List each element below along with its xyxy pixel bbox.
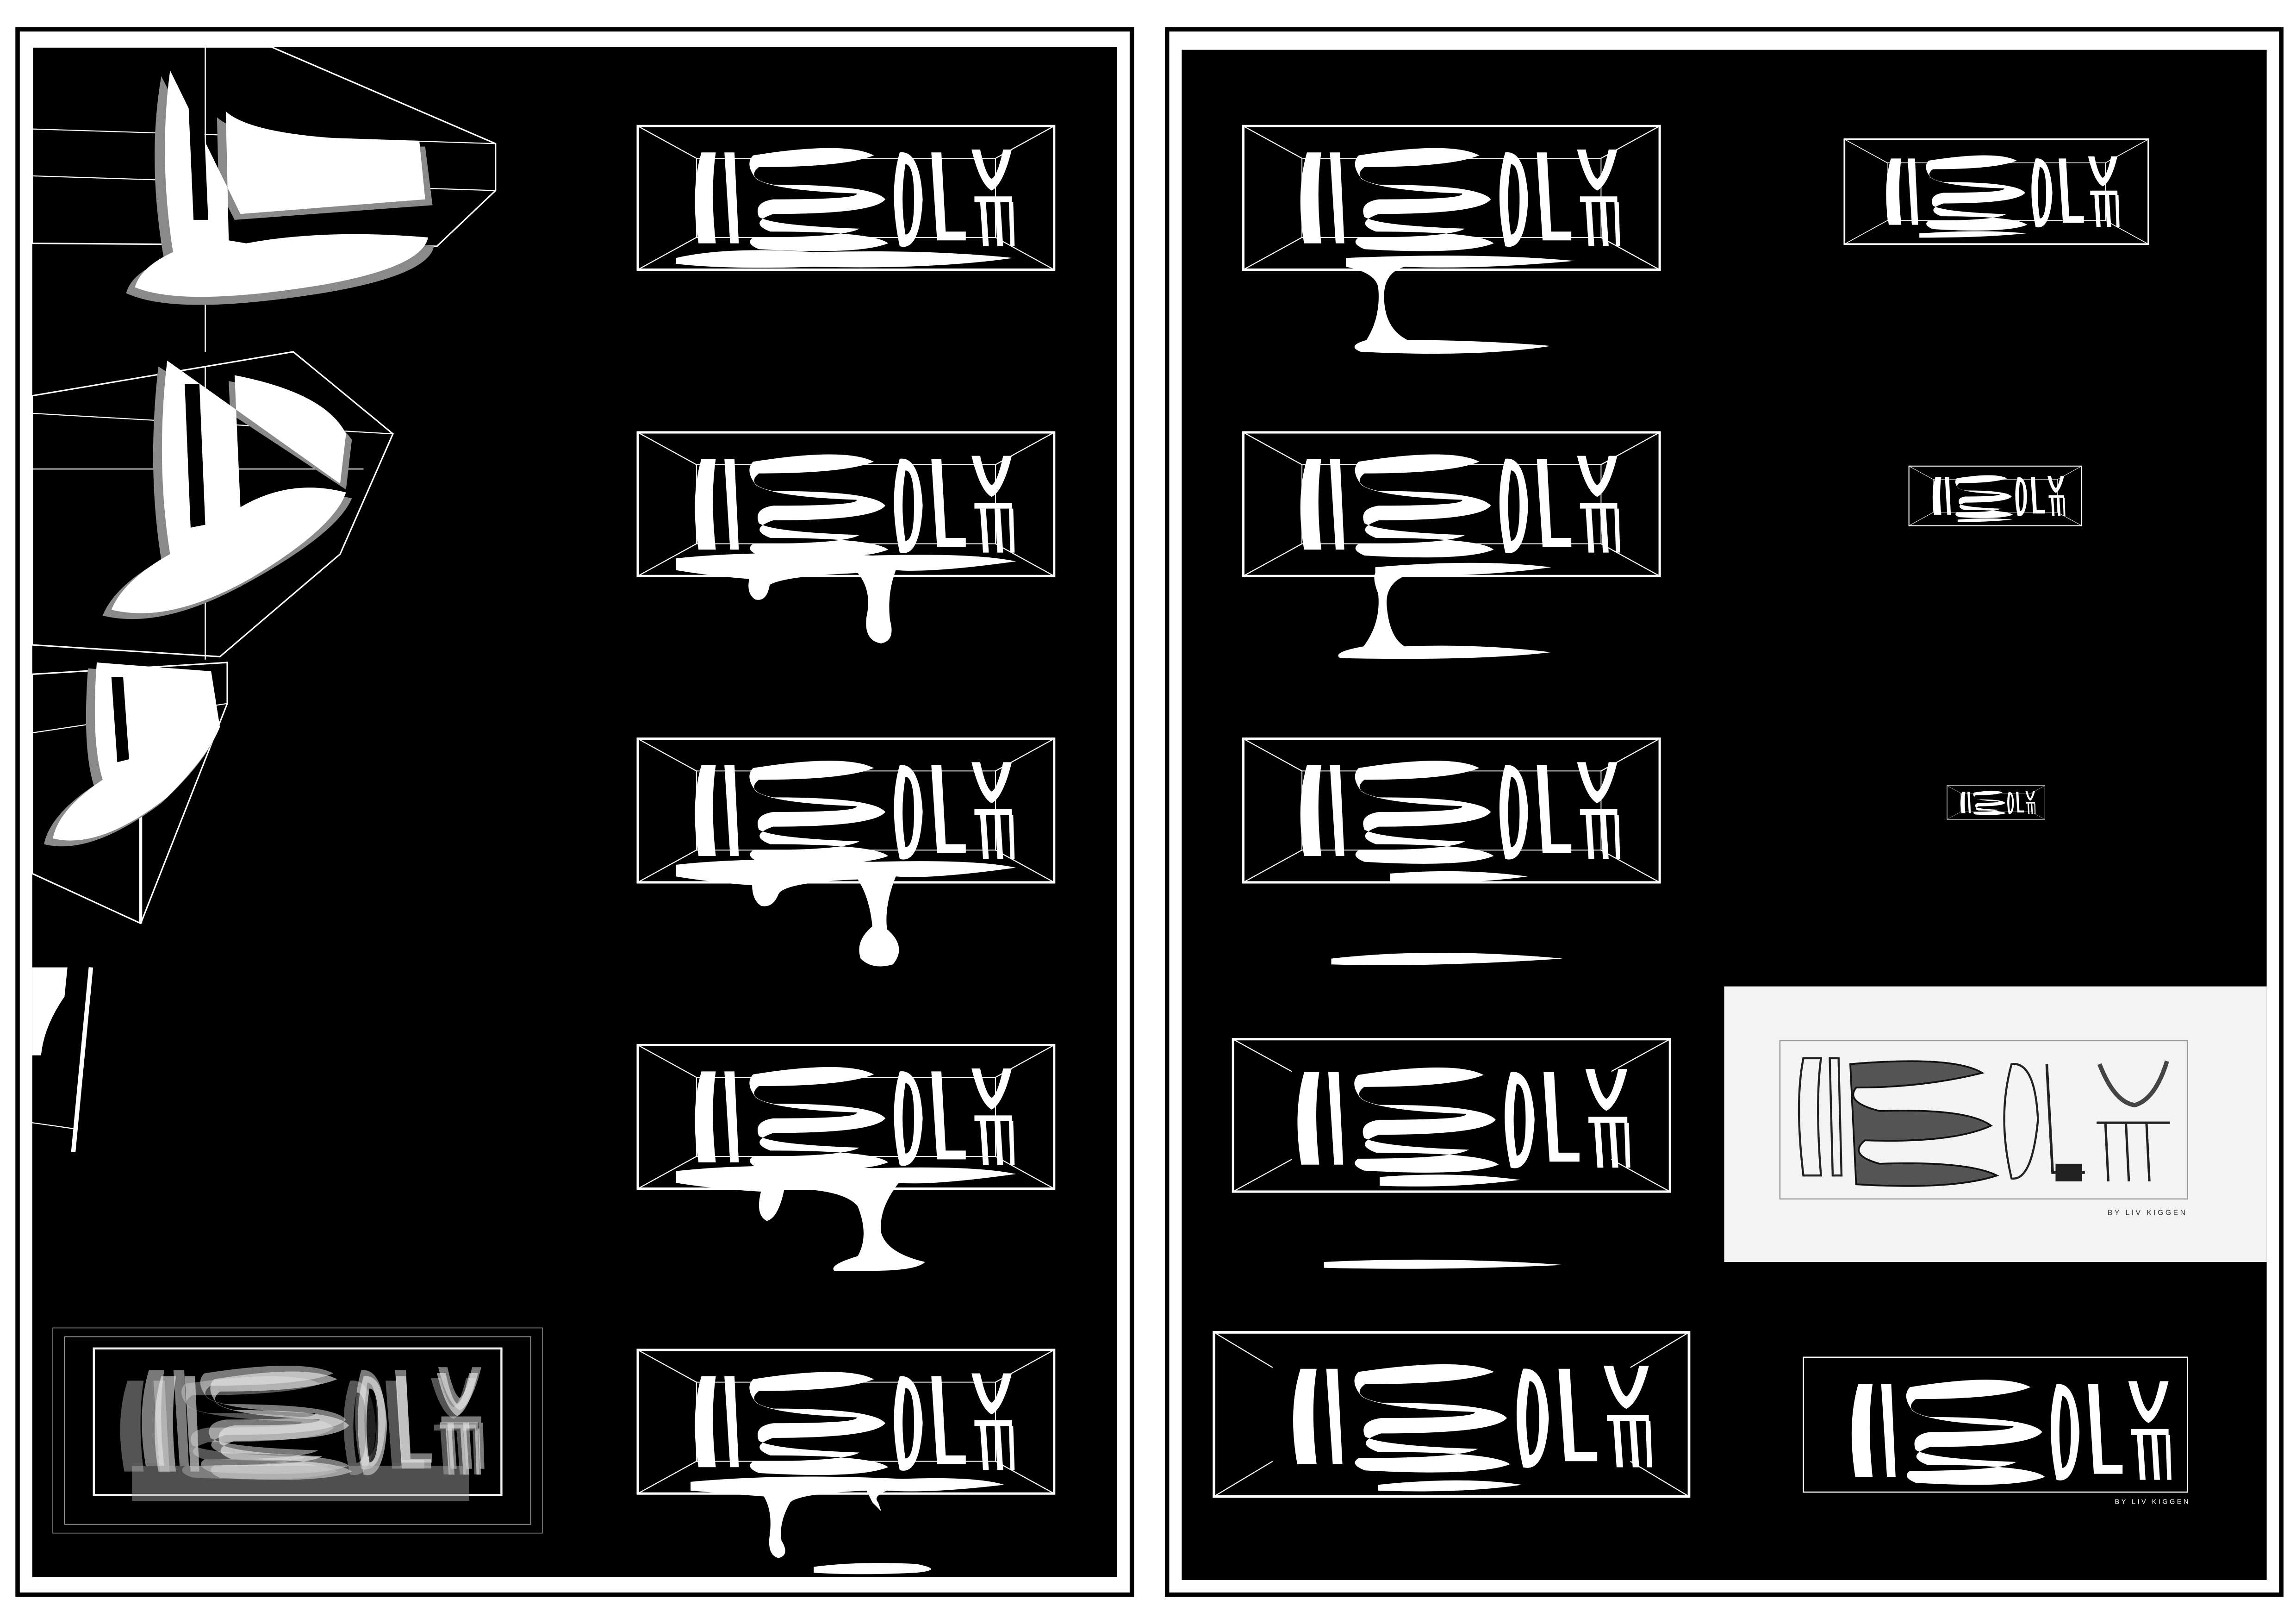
- light-panel: BY LIV KIGGEN: [1724, 986, 2267, 1262]
- perspective-logo-top: [31, 46, 497, 352]
- right-board: BY LIV KIGGEN BY LIV KIGGEN: [1164, 27, 2284, 1597]
- logo-final-clean: [1803, 1356, 2188, 1493]
- logo-final-large: [1213, 1331, 1691, 1498]
- logo-drip-5: [638, 1350, 1054, 1574]
- logo-drip-1: [638, 126, 1054, 269]
- perspective-logo-lower: [31, 662, 228, 924]
- perspective-logo-edge: [32, 967, 93, 1152]
- left-board: [15, 27, 1134, 1597]
- credit-text-2: BY LIV KIGGEN: [2115, 1498, 2190, 1505]
- logo-drip-3: [638, 739, 1054, 967]
- logo-shrink-2: [1909, 466, 2082, 526]
- logo-fall-3: [1243, 739, 1660, 965]
- blurred-logo: [52, 1327, 543, 1534]
- logo-drip-4: [638, 1045, 1054, 1271]
- logo-fall-1: [1243, 126, 1660, 354]
- logo-drip-2: [638, 432, 1054, 643]
- credit-text-1: BY LIV KIGGEN: [2108, 1209, 2188, 1217]
- logo-fall-2: [1243, 432, 1660, 659]
- logo-shrink-1: [1844, 139, 2148, 244]
- perspective-logo-middle: [31, 351, 394, 660]
- logo-fall-4: [1232, 1038, 1671, 1269]
